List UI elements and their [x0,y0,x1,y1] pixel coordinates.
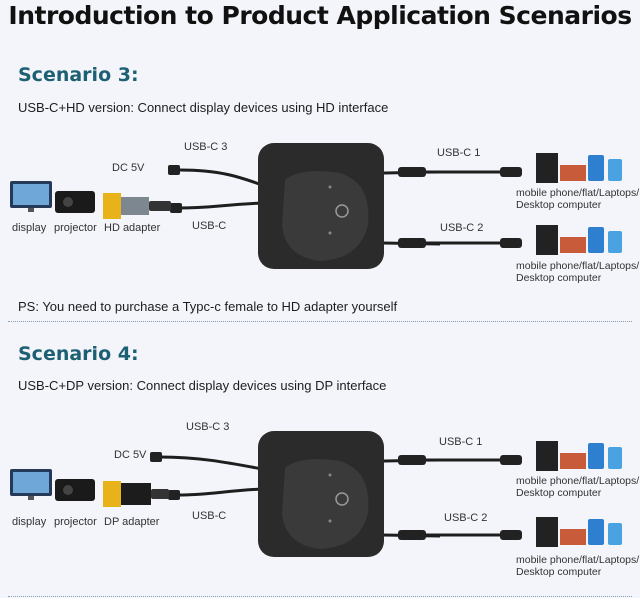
scenario-4-diagram [10,431,622,557]
devices-label-2: mobile phone/flat/Laptops/ Desktop compu… [516,554,640,578]
hd-adapter-icon [103,193,171,219]
usb-c2-label: USB-C 2 [444,512,488,524]
devices-icon-2 [536,517,622,547]
usb-c2-label: USB-C 2 [440,222,484,234]
devices-label-1: mobile phone/flat/Laptops/ Desktop compu… [516,475,640,499]
scenario-3-subtitle: USB-C+HD version: Connect display device… [18,100,389,115]
adapter-label: DP adapter [104,516,160,528]
usb-c1-label: USB-C 1 [437,147,481,159]
scenario-3-diagram [10,143,622,269]
page-title: Introduction to Product Application Scen… [8,1,632,30]
scenario-3-heading: Scenario 3: [18,64,139,86]
display-label: display [12,516,47,528]
usb-c3-label: USB-C 3 [186,421,230,433]
display-icon [10,181,52,212]
usb-c-connectors [150,452,522,540]
projector-label: projector [54,222,97,234]
display-label: display [12,222,47,234]
usb-c3-label: USB-C 3 [184,141,228,153]
scenario-4-subtitle: USB-C+DP version: Connect display device… [18,378,387,393]
projector-icon [55,191,95,213]
devices-icon-1 [536,153,622,183]
usb-c-connectors [168,165,522,248]
scenario-4-heading: Scenario 4: [18,343,139,365]
hub-device [258,143,384,269]
adapter-label: HD adapter [104,222,161,234]
usb-c1-label: USB-C 1 [439,436,483,448]
devices-icon-2 [536,225,622,255]
devices-icon-1 [536,441,622,471]
usb-c-label: USB-C [192,220,227,232]
projector-label: projector [54,516,97,528]
usb-c-label: USB-C [192,510,227,522]
dc5v-label: DC 5V [112,162,145,174]
dp-adapter-icon [103,481,169,507]
projector-icon [55,479,95,501]
devices-label-1: mobile phone/flat/Laptops/ Desktop compu… [516,187,640,211]
dc5v-label: DC 5V [114,449,147,461]
scenario-3-note: PS: You need to purchase a Typc-c female… [18,299,398,314]
bottom-divider [8,596,632,597]
section-divider [8,321,632,322]
hub-device [258,431,384,557]
devices-label-2: mobile phone/flat/Laptops/ Desktop compu… [516,260,640,284]
display-icon [10,469,52,500]
